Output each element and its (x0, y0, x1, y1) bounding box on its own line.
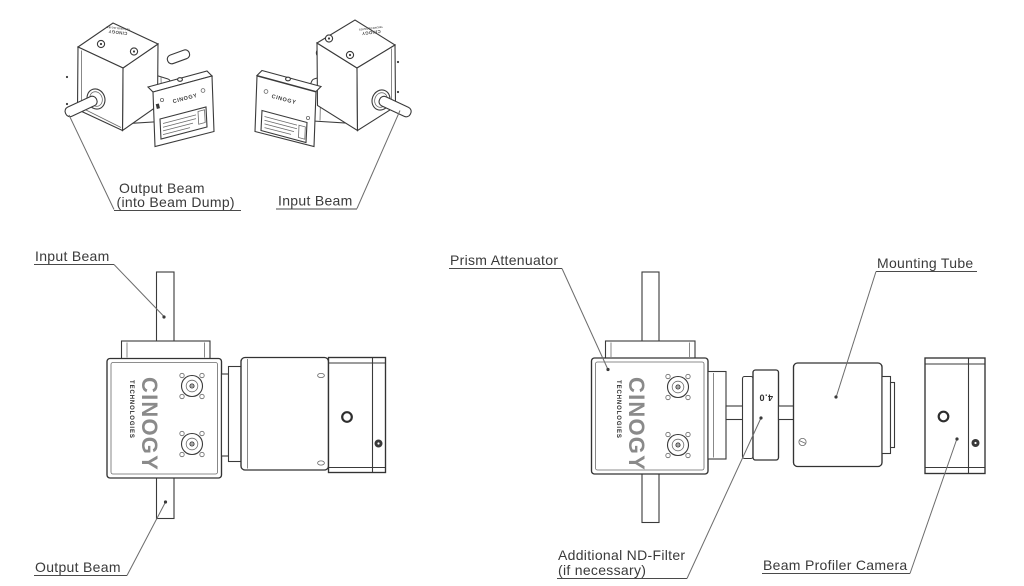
top-brand-text: CINOGY TECHNOLOGIES (106, 25, 131, 36)
leader-line (356, 110, 401, 209)
callout-text: Beam Profiler Camera (763, 557, 908, 573)
callout-text: Prism Attenuator (450, 252, 558, 268)
callout-output-beam-dump: Output Beam (into Beam Dump) (68, 114, 241, 212)
brand-name-vertical: CINOGY (624, 377, 649, 471)
callout-prism-attenuator: Prism Attenuator (449, 252, 610, 372)
tube-lip (881, 375, 892, 455)
lens-ring (341, 411, 353, 423)
top-screw (324, 34, 334, 43)
output-beam-rod (155, 475, 175, 520)
callout-text: Mounting Tube (877, 255, 974, 271)
adapter-neck (707, 370, 727, 460)
callout-mounting-tube: Mounting Tube (834, 255, 977, 399)
camera-knob (285, 76, 291, 82)
bnc-connector (665, 373, 691, 401)
brand-name-tiny: CINOGY (361, 29, 381, 36)
bnc-connector (665, 431, 691, 459)
callout-nd-filter: Additional ND-Filter (if necessary) (557, 416, 763, 580)
callout-text-line1: Additional ND-Filter (558, 547, 685, 563)
adapter-neck (220, 365, 242, 463)
camera-body-assembled (327, 356, 387, 474)
iso-view-input-device: CINOGY TECHNOLOGIES CINOGY (254, 19, 412, 148)
figure-exploded-view: CINOGY TECHNOLOGIES (449, 252, 986, 580)
leader-line (126, 502, 166, 576)
leader-line (686, 418, 761, 579)
leader-line (68, 114, 115, 210)
camera-label-sticker (159, 106, 208, 140)
input-beam-rod (155, 271, 175, 345)
callout-text: Input Beam (35, 248, 110, 264)
callout-output-beam-side: Output Beam (34, 500, 168, 577)
brand-subtitle-vertical: TECHNOLOGIES (615, 380, 621, 439)
callout-text: Input Beam (278, 193, 353, 209)
leader-line (836, 271, 877, 397)
mounting-tube (792, 362, 896, 468)
camera-face-screw (263, 89, 269, 94)
top-screw (345, 50, 355, 60)
figure-isometric-views: CINOGY TECHNOLOGIES CINOGY (64, 19, 412, 212)
callout-text-line2: (if necessary) (558, 562, 646, 578)
nd-filter-value: 4.0 (759, 393, 773, 403)
iso-view-output-device: CINOGY TECHNOLOGIES CINOGY (64, 22, 215, 148)
top-screw (96, 39, 106, 49)
callout-text: Output Beam (35, 559, 121, 575)
beam-profiler-camera-body (924, 357, 986, 475)
bnc-connector (179, 430, 205, 458)
brand-name-tiny: CINOGY (108, 29, 128, 36)
figure-side-view: CINOGY TECHNOLOGIES (34, 248, 387, 577)
leader-dot (955, 437, 959, 441)
bnc-connector (179, 372, 205, 400)
input-rod-back (166, 49, 191, 65)
tube-lip (889, 381, 896, 449)
leader-line (561, 268, 608, 369)
leader-dot (834, 395, 838, 399)
camera-face-screw (200, 88, 206, 93)
thread-stub (777, 405, 795, 421)
camera-face-screw (305, 116, 310, 121)
leader-dot (162, 315, 166, 319)
leader-line (113, 264, 164, 317)
callout-beam-profiler-camera: Beam Profiler Camera (762, 437, 959, 575)
callout-text-line1: Output Beam (119, 180, 205, 196)
brand-subtitle-tiny: TECHNOLOGIES (358, 25, 383, 32)
attenuator-cube: CINOGY TECHNOLOGIES (315, 19, 412, 132)
top-flange (120, 340, 211, 360)
input-beam-rod (641, 271, 660, 345)
input-beam-rod (378, 95, 412, 118)
side-screw-center (377, 442, 380, 445)
camera-box: CINOGY (254, 69, 323, 148)
edge-screw-dot (396, 60, 400, 64)
brand-subtitle-vertical: TECHNOLOGIES (128, 380, 134, 439)
top-brand-text: CINOGY TECHNOLOGIES (358, 25, 383, 36)
camera-label-sticker (260, 109, 308, 144)
output-beam-rod (64, 95, 98, 118)
camera-box: CINOGY (146, 70, 215, 148)
brand-subtitle-tiny: TECHNOLOGIES (106, 25, 131, 32)
output-beam-rod (641, 470, 660, 524)
callout-input-beam-iso: Input Beam (276, 110, 401, 210)
mounting-tube-assembled (240, 356, 330, 471)
camera-port-slot (155, 103, 160, 109)
leader-dot (759, 416, 763, 420)
leader-dot (606, 367, 610, 372)
top-flange (604, 340, 696, 360)
top-screw (129, 47, 139, 56)
leader-line (909, 439, 957, 574)
nd-filter: 4.0 (741, 369, 780, 461)
edge-screw-dot (396, 90, 400, 94)
prism-attenuator-body: CINOGY TECHNOLOGIES (590, 357, 709, 475)
camera-knob (177, 77, 183, 82)
camera-face-screw (159, 98, 164, 103)
brand-name-vertical: CINOGY (137, 377, 162, 471)
edge-screw-dot (65, 75, 69, 79)
edge-screw-dot (65, 102, 69, 106)
leader-dot (163, 500, 168, 504)
callout-input-beam-side: Input Beam (34, 248, 166, 319)
callout-text-line2: (into Beam Dump) (117, 194, 235, 210)
lens-ring (937, 410, 950, 423)
prism-attenuator-body: CINOGY TECHNOLOGIES (106, 357, 223, 479)
side-screw-center (974, 441, 977, 445)
